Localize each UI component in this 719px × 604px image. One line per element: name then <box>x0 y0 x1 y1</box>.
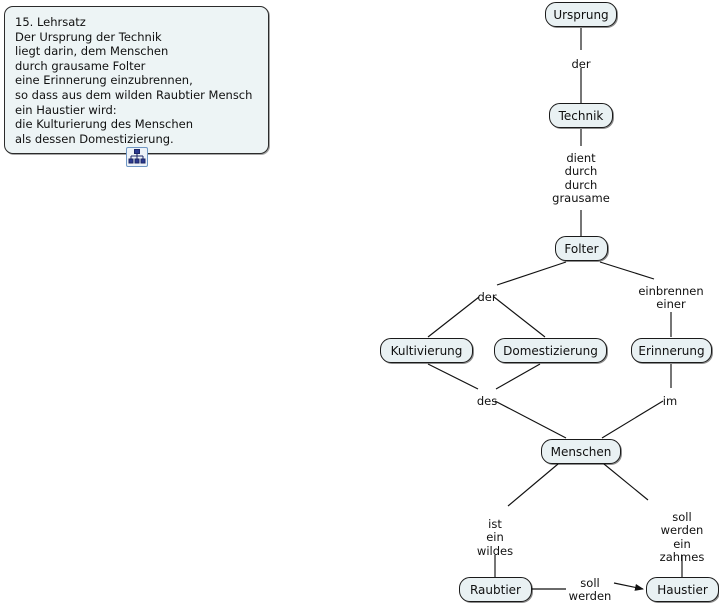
node-label: Kultivierung <box>390 343 463 358</box>
node-menschen[interactable]: Menschen <box>541 439 621 464</box>
node-label: Erinnerung <box>638 343 705 358</box>
node-ursprung[interactable]: Ursprung <box>545 2 617 27</box>
lehrsatz-note-box[interactable]: 15. Lehrsatz Der Ursprung der Technik li… <box>4 6 269 154</box>
edge-der-kultivierung <box>427 296 480 338</box>
edge-folter-der <box>496 261 567 286</box>
concept-map-icon[interactable] <box>126 147 148 167</box>
edge-label-soll-werden-ein-zahmes: soll werden ein zahmes <box>659 510 705 565</box>
edge-label-im: im <box>662 394 678 408</box>
edge-im-menschen <box>601 400 664 439</box>
node-haustier[interactable]: Haustier <box>646 577 719 602</box>
edge-der-domestizierung <box>493 296 546 338</box>
node-label: Ursprung <box>553 7 609 22</box>
edge-sollwerden-haustier-arrow <box>613 582 644 591</box>
node-folter[interactable]: Folter <box>555 236 608 261</box>
node-label: Domestizierung <box>503 343 598 358</box>
edge-label-der-folter-split: der <box>477 290 497 304</box>
edge-label-dient-durch-grausame: dient durch durch grausame <box>552 151 610 206</box>
lehrsatz-note-text: 15. Lehrsatz Der Ursprung der Technik li… <box>15 15 253 146</box>
node-label: Folter <box>564 241 599 256</box>
node-label: Haustier <box>657 582 708 597</box>
node-domestizierung[interactable]: Domestizierung <box>494 338 607 363</box>
node-label: Technik <box>558 108 604 123</box>
node-erinnerung[interactable]: Erinnerung <box>631 338 712 363</box>
edge-menschen-sollwerden <box>603 463 649 501</box>
node-kultivierung[interactable]: Kultivierung <box>380 338 473 363</box>
edge-des-menschen <box>494 400 567 439</box>
edge-label-soll-werden: soll werden <box>568 576 612 604</box>
edge-label-der-ursprung-technik: der <box>571 57 591 71</box>
node-label: Menschen <box>550 444 612 459</box>
node-technik[interactable]: Technik <box>549 103 613 128</box>
edge-folter-einbrennen <box>599 261 655 280</box>
edge-menschen-ist <box>507 463 559 507</box>
node-raubtier[interactable]: Raubtier <box>459 577 532 602</box>
edge-domestizierung-des <box>495 363 541 390</box>
edge-kultivierung-des <box>427 363 479 390</box>
node-label: Raubtier <box>469 582 521 597</box>
edge-label-des: des <box>476 394 498 408</box>
edge-label-einbrennen-einer: einbrennen einer <box>638 284 704 312</box>
edge-label-ist-ein-wildes: ist ein wildes <box>476 517 514 558</box>
